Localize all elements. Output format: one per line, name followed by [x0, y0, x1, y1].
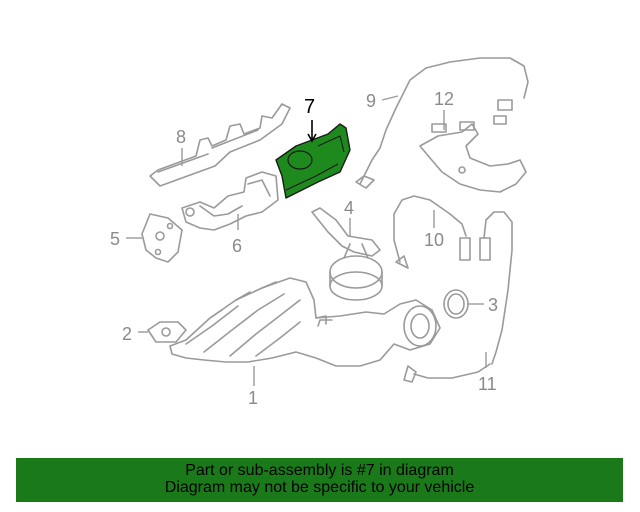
callout-12: 12 [434, 89, 454, 109]
part-7-heat-shield-highlighted [275, 123, 351, 199]
callout-11: 11 [478, 374, 497, 394]
part-5-plate [141, 213, 183, 263]
banner-line-2: Diagram may not be specific to your vehi… [164, 479, 475, 496]
part-6-heat-shield [181, 171, 279, 231]
callout-2: 2 [122, 324, 132, 344]
leader-7-arrow [307, 133, 317, 143]
part-1-exhaust-manifold [169, 277, 441, 367]
callout-9: 9 [366, 91, 376, 111]
callout-4: 4 [344, 198, 354, 218]
callout-8: 8 [176, 127, 186, 147]
part-2-gasket [147, 321, 187, 343]
banner-line-1: Part or sub-assembly is #7 in diagram [185, 462, 454, 479]
info-banner: Part or sub-assembly is #7 in diagram Di… [16, 458, 623, 502]
part-11-sensor [403, 363, 491, 383]
part-10-sensor [393, 195, 513, 365]
part-4-clamp [311, 207, 383, 301]
part-3-ring [443, 289, 469, 319]
leader-9 [381, 95, 399, 101]
part-12-bracket [419, 121, 527, 193]
part-9-oxygen-sensor [355, 57, 529, 189]
callout-10: 10 [424, 230, 444, 250]
callout-3: 3 [488, 295, 498, 315]
callout-1: 1 [248, 388, 258, 408]
callout-6: 6 [232, 236, 242, 256]
callout-5: 5 [110, 229, 120, 249]
part-8-bracket [149, 103, 291, 187]
callout-7: 7 [304, 96, 315, 118]
